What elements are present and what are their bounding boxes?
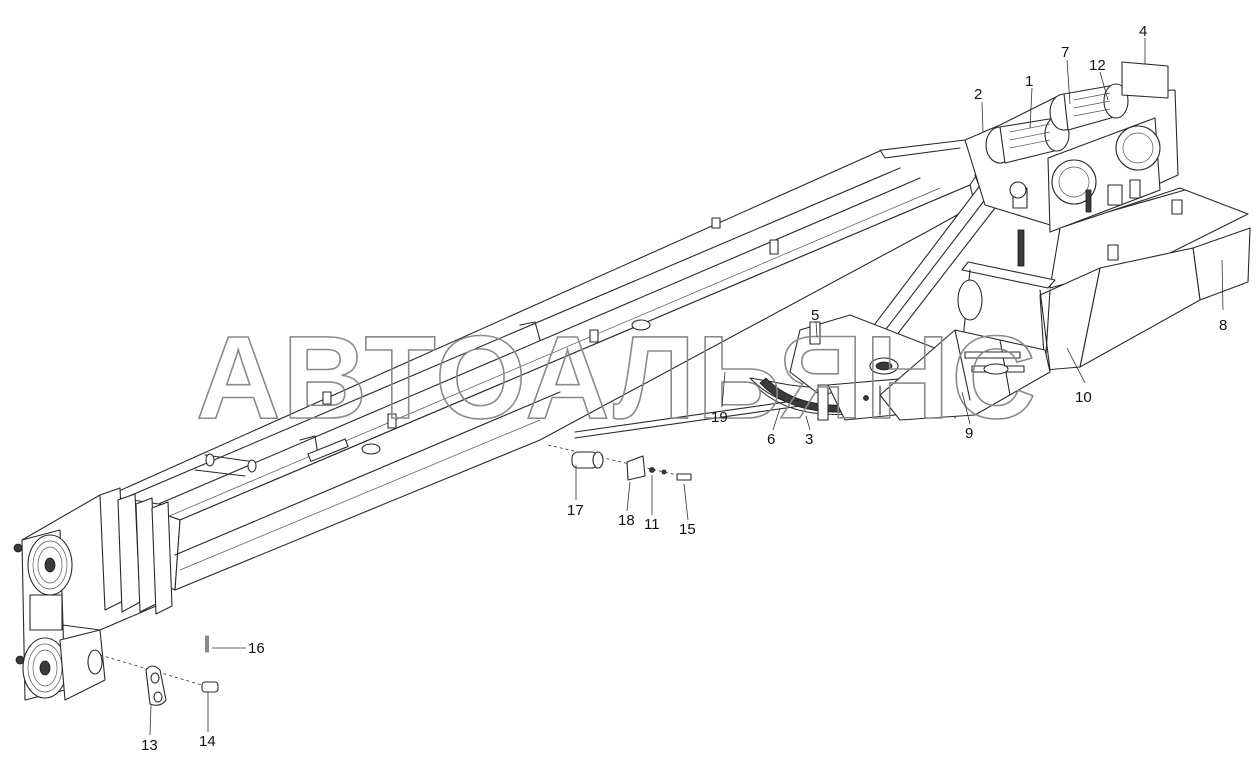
- callout-15: 15: [679, 521, 696, 538]
- callout-labels: 1 2 3 4 5 6 7 8 9 10 11 12 13 14 15 16 1…: [141, 23, 1227, 754]
- callout-6: 6: [767, 431, 775, 448]
- callout-12: 12: [1089, 57, 1106, 74]
- watermark-text: АВТОАЛЬЯНС: [196, 312, 1038, 444]
- boom-head: [13, 487, 173, 701]
- callout-16: 16: [248, 640, 265, 657]
- callout-17: 17: [567, 502, 584, 519]
- callout-2: 2: [974, 86, 982, 103]
- winch-frame: [964, 61, 1179, 233]
- sliding-frame: [879, 329, 1051, 421]
- callout-3: 3: [805, 431, 813, 448]
- callout-7: 7: [1061, 44, 1069, 61]
- callout-1: 1: [1025, 73, 1033, 90]
- pin-assembly-13-14: [99, 635, 219, 706]
- callout-9: 9: [965, 425, 973, 442]
- callout-11: 11: [644, 516, 660, 533]
- counterweight-box: [954, 187, 1251, 419]
- callout-14: 14: [199, 733, 216, 750]
- callout-4: 4: [1139, 23, 1147, 40]
- leader-lines: [149, 38, 1224, 736]
- callout-13: 13: [141, 737, 158, 754]
- pin-assembly-17-18: [547, 444, 692, 481]
- connecting-rod: [574, 405, 801, 439]
- callout-18: 18: [618, 512, 635, 529]
- callout-19: 19: [711, 409, 728, 426]
- callout-8: 8: [1219, 317, 1227, 334]
- callout-5: 5: [811, 307, 819, 324]
- callout-10: 10: [1075, 389, 1092, 406]
